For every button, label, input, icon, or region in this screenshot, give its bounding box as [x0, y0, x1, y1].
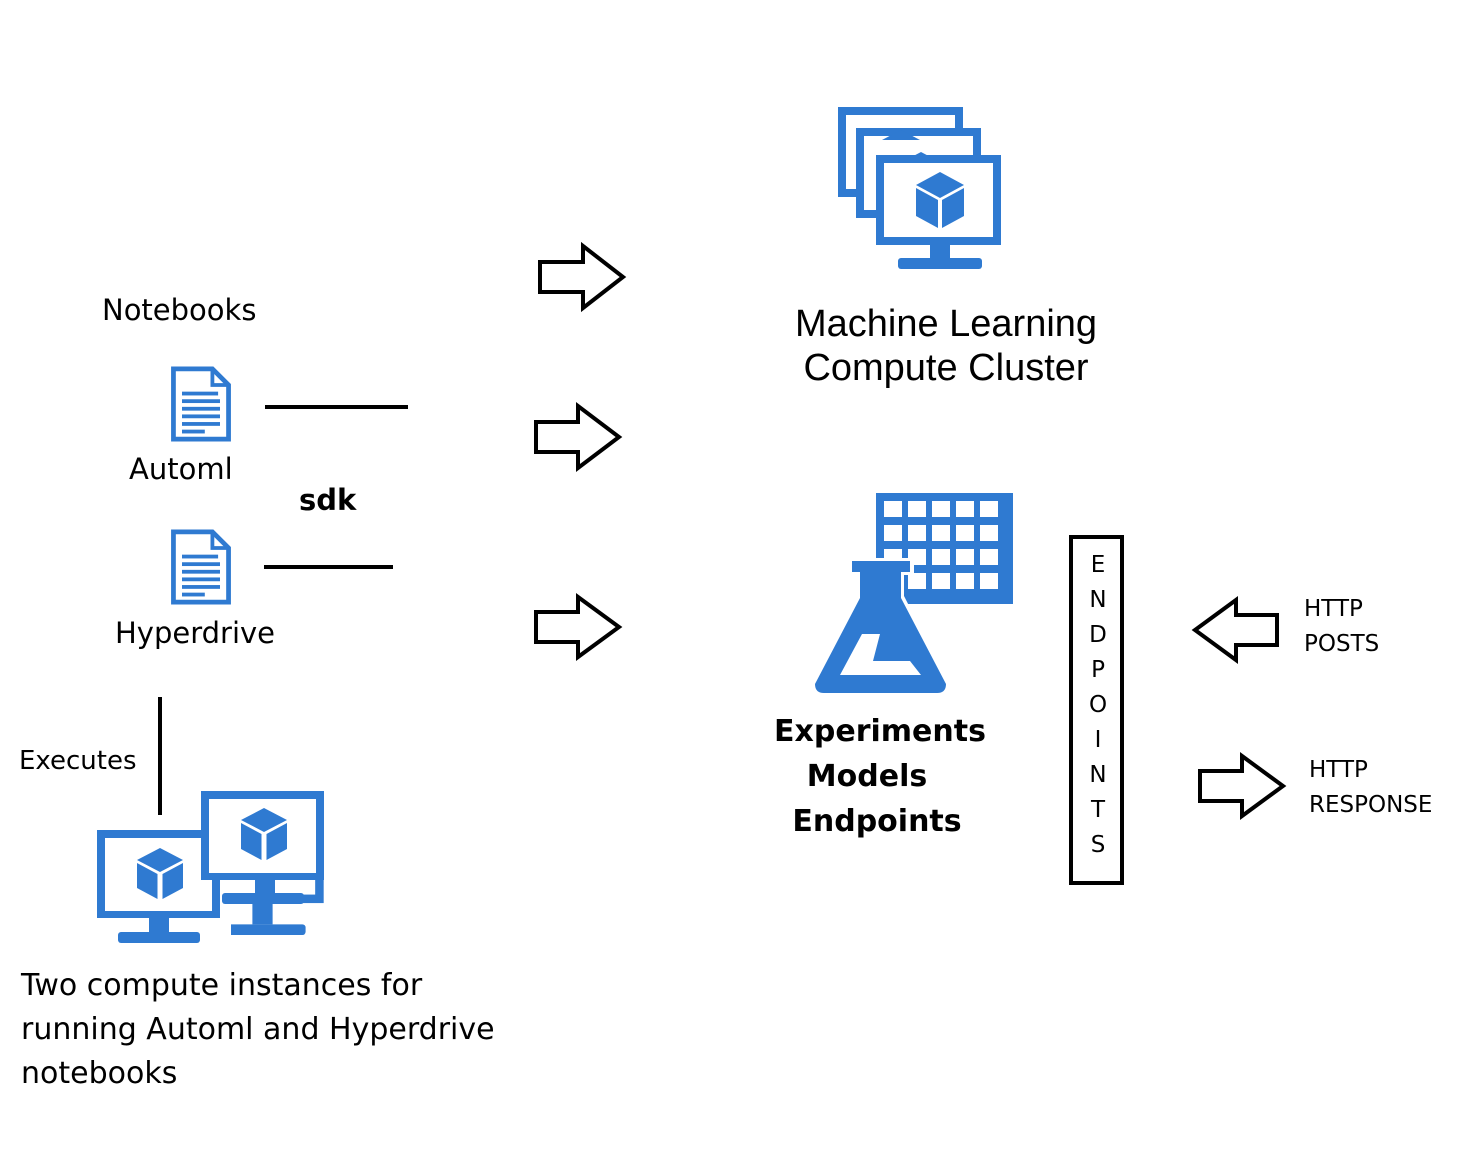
compute-caption-line-3: notebooks	[21, 1056, 177, 1091]
cluster-title-line-2: Compute Cluster	[803, 347, 1088, 389]
endpoints-letter: P	[1091, 657, 1105, 683]
endpoints-letter: N	[1089, 762, 1106, 788]
workspace-models: Models	[807, 759, 927, 794]
http-posts-line-1: HTTP	[1304, 596, 1363, 622]
endpoints-letter: N	[1089, 587, 1106, 613]
cluster-title-line-1: Machine Learning	[795, 303, 1097, 345]
compute-instance-back-icon	[201, 791, 324, 904]
http-response-line-1: HTTP	[1309, 757, 1368, 783]
endpoints-letter: I	[1095, 727, 1102, 753]
arrow-right-icon	[534, 401, 623, 473]
http-posts-line-2: POSTS	[1304, 631, 1379, 657]
hyperdrive-label: Hyperdrive	[115, 616, 275, 650]
compute-caption-line-2: running Automl and Hyperdrive	[21, 1012, 495, 1047]
sdk-label: sdk	[299, 483, 357, 517]
arrow-right-icon	[534, 593, 623, 661]
arrow-right-icon	[538, 241, 627, 313]
automl-label: Automl	[129, 452, 233, 486]
arrow-right-icon	[1198, 752, 1287, 820]
endpoints-letter: D	[1089, 622, 1107, 648]
notebooks-heading: Notebooks	[102, 293, 256, 327]
arrow-left-icon	[1191, 596, 1279, 664]
endpoints-letter: O	[1089, 692, 1107, 718]
executes-label: Executes	[19, 746, 137, 776]
hyperdrive-document-icon	[173, 532, 228, 602]
http-response-line-2: RESPONSE	[1309, 792, 1432, 818]
endpoints-letter: S	[1091, 832, 1106, 858]
endpoints-box	[1069, 535, 1124, 885]
experiment-flask-icon	[810, 493, 1013, 696]
endpoints-letter: T	[1090, 797, 1106, 823]
workspace-experiments: Experiments	[774, 714, 986, 749]
endpoints-letter: E	[1091, 552, 1106, 578]
vm-cluster-icon	[838, 107, 1001, 269]
compute-caption-line-1: Two compute instances for	[20, 968, 423, 1003]
workspace-endpoints: Endpoints	[792, 804, 961, 839]
automl-document-icon	[173, 369, 228, 439]
